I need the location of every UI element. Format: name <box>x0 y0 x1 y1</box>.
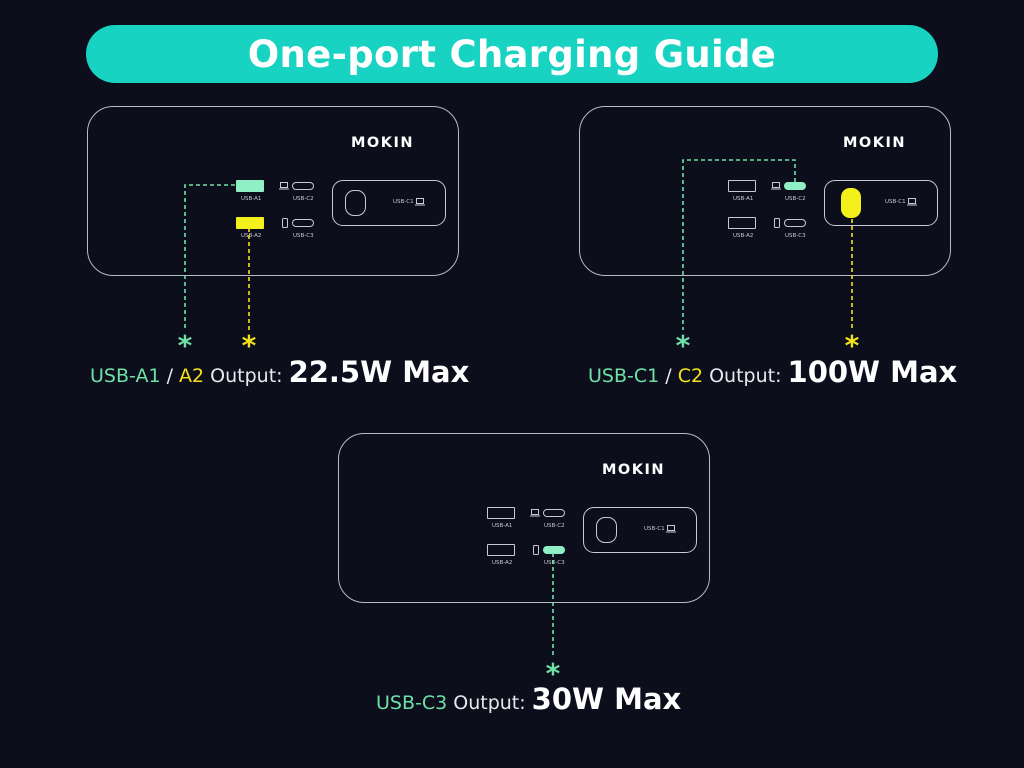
usb-c1-port <box>345 190 366 216</box>
port-name-c1: USB-C1 <box>588 365 660 387</box>
usb-c2-label: USB-C2 <box>785 196 806 202</box>
usb-c3-port <box>543 546 565 554</box>
usb-c2-port <box>543 509 565 517</box>
output-text: Output: <box>204 365 283 387</box>
usb-c2-port <box>292 182 314 190</box>
usb-c2-label: USB-C2 <box>544 523 565 529</box>
usb-a1-label: USB-A1 <box>492 523 513 529</box>
laptop-icon <box>771 182 781 190</box>
usb-c1-slot: USB-C1 <box>824 180 938 226</box>
usb-a2-port <box>728 217 756 229</box>
usb-a1-port <box>728 180 756 192</box>
port-name-c3: USB-C3 <box>376 692 448 714</box>
output-label-c1-c2-ports: USB-C1 / C2 Output: 100W Max <box>588 355 957 389</box>
output-value: 30W Max <box>531 682 682 716</box>
usb-a1-port <box>236 180 264 192</box>
port-name-c2: C2 <box>677 365 704 387</box>
usb-c2-label: USB-C2 <box>293 196 314 202</box>
laptop-icon <box>279 182 289 190</box>
usb-c1-port <box>596 517 617 543</box>
separator: / <box>160 365 180 387</box>
laptop-icon <box>666 525 676 533</box>
phone-icon <box>533 545 539 555</box>
usb-c1-slot: USB-C1 <box>583 507 697 553</box>
guide-title-banner: One-port Charging Guide <box>86 25 938 83</box>
page-title: One-port Charging Guide <box>247 32 777 76</box>
usb-c1-label: USB-C1 <box>393 199 414 205</box>
output-value: 100W Max <box>787 355 958 389</box>
brand-logo: MOKIN <box>842 135 906 151</box>
phone-icon <box>774 218 780 228</box>
usb-c3-port <box>292 219 314 227</box>
usb-a1-label: USB-A1 <box>241 196 262 202</box>
brand-logo: MOKIN <box>601 462 665 478</box>
usb-a2-label: USB-A2 <box>733 233 754 239</box>
usb-c1-label: USB-C1 <box>644 526 665 532</box>
phone-icon <box>282 218 288 228</box>
power-bank-diagram-c1-c2-ports: MOKIN USB-A1 USB-A2 USB-C2 USB-C3 USB-C1 <box>579 106 951 276</box>
asterisk-green-3: * <box>546 657 561 690</box>
usb-a2-port <box>487 544 515 556</box>
brand-logo: MOKIN <box>350 135 414 151</box>
usb-c1-port <box>841 188 861 218</box>
output-text: Output: <box>703 365 782 387</box>
separator: / <box>659 365 678 387</box>
usb-a1-connector <box>184 184 235 330</box>
port-name-a2: A2 <box>179 365 205 387</box>
usb-c1-slot: USB-C1 <box>332 180 446 226</box>
usb-a1-port <box>487 507 515 519</box>
asterisk-yellow-1: * <box>242 329 257 362</box>
port-name-a1: USB-A1 <box>90 365 161 387</box>
usb-a2-label: USB-A2 <box>241 233 262 239</box>
laptop-icon <box>907 198 917 206</box>
output-text: Output: <box>447 692 526 714</box>
usb-a2-port <box>236 217 264 229</box>
asterisk-yellow-2: * <box>845 329 860 362</box>
usb-c3-label: USB-C3 <box>293 233 314 239</box>
usb-c3-port <box>784 219 806 227</box>
output-label-a-ports: USB-A1 / A2 Output: 22.5W Max <box>90 355 469 389</box>
usb-c2-connector <box>682 159 796 330</box>
power-bank-diagram-c3-port: MOKIN USB-A1 USB-A2 USB-C2 USB-C3 USB-C1 <box>338 433 710 603</box>
usb-c3-label: USB-C3 <box>544 560 565 566</box>
usb-a1-label: USB-A1 <box>733 196 754 202</box>
usb-c1-label: USB-C1 <box>885 199 906 205</box>
output-label-c3-port: USB-C3 Output: 30W Max <box>376 682 681 716</box>
asterisk-green-1: * <box>178 329 193 362</box>
power-bank-diagram-a-ports: MOKIN USB-A1 USB-A2 USB-C2 USB-C3 USB-C1 <box>87 106 459 276</box>
usb-a2-label: USB-A2 <box>492 560 513 566</box>
usb-c2-port <box>784 182 806 190</box>
laptop-icon <box>415 198 425 206</box>
output-value: 22.5W Max <box>288 355 470 389</box>
usb-c3-label: USB-C3 <box>785 233 806 239</box>
asterisk-green-2: * <box>676 329 691 362</box>
laptop-icon <box>530 509 540 517</box>
